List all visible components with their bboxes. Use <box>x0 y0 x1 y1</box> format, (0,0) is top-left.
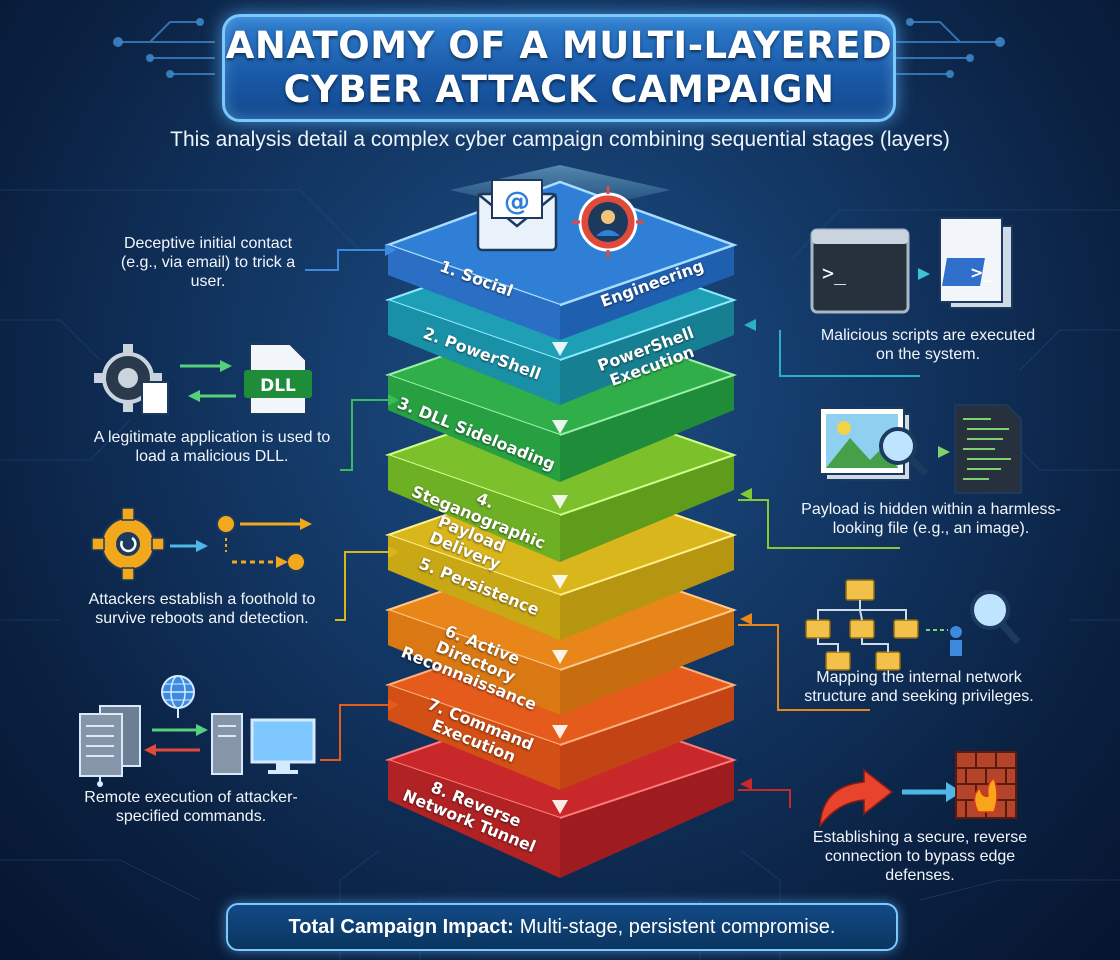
gear-icon <box>94 344 169 415</box>
footer-text: Multi-stage, persistent compromise. <box>519 915 836 938</box>
folder-tree-icon <box>805 579 1021 671</box>
powershell-script-icon: >_ <box>939 217 1013 309</box>
svg-text:@: @ <box>504 187 530 217</box>
dll-file-icon: DLL <box>244 343 312 415</box>
svg-text:DLL: DLL <box>260 376 296 396</box>
firewall-icon <box>955 751 1017 819</box>
footer-label: Total Campaign Impact: <box>288 915 514 938</box>
desc-persistence: Attackers establish a foothold to surviv… <box>88 591 316 627</box>
layer-1 <box>384 180 738 340</box>
target-user-icon <box>572 186 644 258</box>
footer-impact-banner: Total Campaign Impact: Multi-stage, pers… <box>226 903 898 951</box>
desc-steganography: Payload is hidden within a harmless-look… <box>801 501 1061 537</box>
globe-icon <box>161 675 195 709</box>
desc-dll-sideloading: A legitimate application is used to load… <box>93 429 331 465</box>
desc-ad-recon: Mapping the internal network structure a… <box>804 669 1034 705</box>
server-icon <box>79 705 141 787</box>
title-banner: ANATOMY OF A MULTI-LAYERED CYBER ATTACK … <box>222 14 896 122</box>
title-line-1: ANATOMY OF A MULTI-LAYERED <box>225 24 893 67</box>
desc-reverse-tunnel: Establishing a secure, reverse connectio… <box>812 829 1028 884</box>
magnifier-icon <box>879 427 929 477</box>
desc-social-engineering: Deceptive initial contact (e.g., via ema… <box>120 235 296 290</box>
curved-arrow-icon <box>819 768 894 829</box>
svg-text:>_: >_ <box>970 263 991 282</box>
code-file-icon <box>954 404 1022 494</box>
desc-powershell: Malicious scripts are executed on the sy… <box>820 327 1036 363</box>
terminal-window-icon: >_ <box>810 228 910 314</box>
subtitle: This analysis detail a complex cyber cam… <box>170 128 950 151</box>
desc-command-execution: Remote execution of attacker-specified c… <box>84 789 298 825</box>
svg-text:>_: >_ <box>822 261 847 285</box>
monitor-icon <box>211 713 316 775</box>
gear-persistence-icon <box>91 507 165 581</box>
email-at-icon: @ <box>476 179 558 252</box>
title-line-2: CYBER ATTACK CAMPAIGN <box>283 68 835 111</box>
